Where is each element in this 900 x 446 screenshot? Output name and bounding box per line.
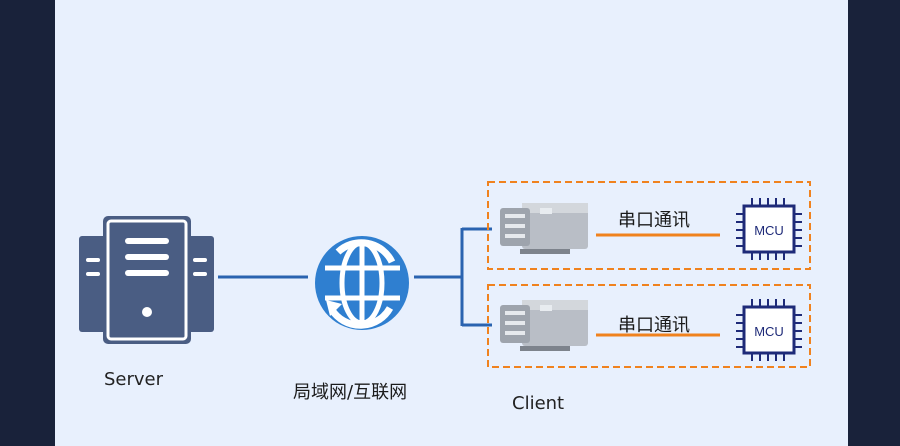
- serial-link-label: 串口通讯: [618, 315, 690, 336]
- ethernet-module-icon: [500, 300, 588, 351]
- mcu-label: MCU: [754, 223, 784, 238]
- network-branch-lines: [414, 227, 492, 327]
- globe-icon: [315, 236, 409, 330]
- serial-link-label: 串口通讯: [618, 210, 690, 231]
- client-box-1: [487, 181, 811, 270]
- mcu-chip-icon: [736, 198, 802, 260]
- ethernet-module-icon: [500, 203, 588, 254]
- mcu-chip-icon: [736, 299, 802, 361]
- client-box-2: [487, 284, 811, 368]
- server-label: Server: [104, 369, 164, 390]
- mcu-label: MCU: [754, 324, 784, 339]
- network-label: 局域网/互联网: [293, 382, 408, 403]
- server-icon: [79, 216, 214, 344]
- client-label: Client: [512, 393, 565, 414]
